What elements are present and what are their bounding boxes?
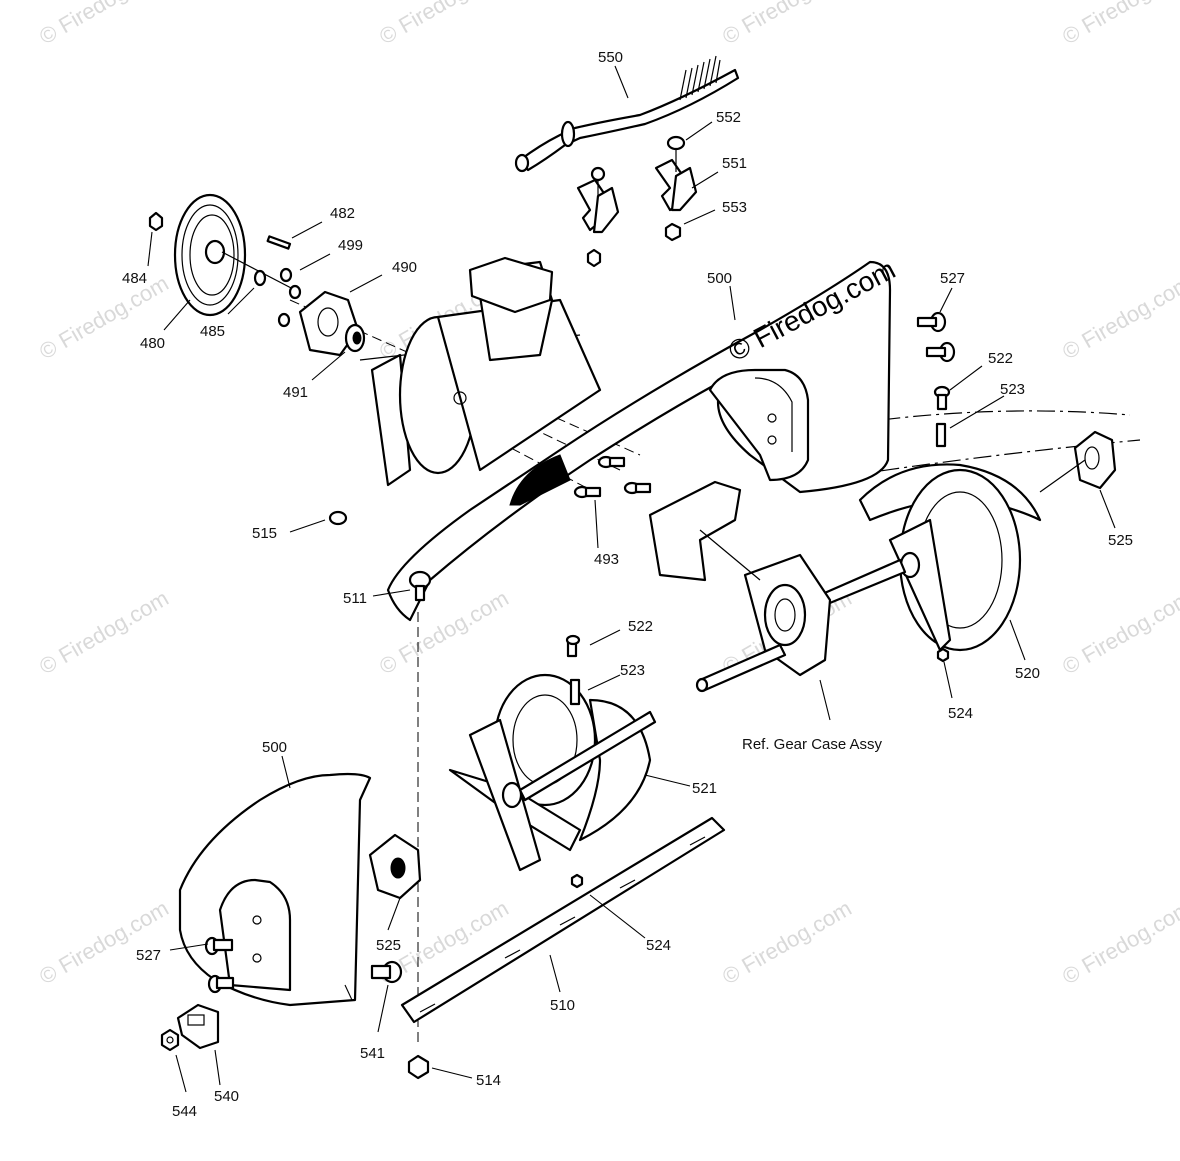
label-511: 511	[343, 590, 367, 607]
label-525-right: 525	[1108, 532, 1133, 549]
label-480: 480	[140, 335, 165, 352]
label-491: 491	[283, 384, 308, 401]
leader-lines	[147, 65, 1116, 1093]
watermark-7: © Firedog.com	[1058, 270, 1180, 364]
part-527-540-544-541-hardware	[160, 936, 403, 1052]
label-550: 550	[598, 49, 623, 66]
part-484-485-482-fasteners	[148, 211, 292, 287]
part-510-scraper-bar	[400, 816, 726, 1024]
watermark-14: © Firedog.com	[718, 895, 856, 989]
label-524-right: 524	[948, 705, 973, 722]
label-544: 544	[172, 1103, 197, 1120]
watermark-2: © Firedog.com	[375, 0, 513, 49]
watermark-1: © Firedog.com	[35, 0, 173, 49]
gear-case-assembly	[648, 480, 832, 693]
label-500-side: 500	[262, 739, 287, 756]
label-521: 521	[692, 780, 717, 797]
rod-knurl	[679, 55, 721, 101]
label-552: 552	[716, 109, 741, 126]
watermark-15: © Firedog.com	[1058, 895, 1180, 989]
watermark-3: © Firedog.com	[718, 0, 856, 49]
watermark-11: © Firedog.com	[1058, 585, 1180, 679]
label-527-right: 527	[940, 270, 965, 287]
watermark-4: © Firedog.com	[1058, 0, 1180, 49]
label-523-right: 523	[1000, 381, 1025, 398]
label-522-left: 522	[628, 618, 653, 635]
label-reference-gear-case: Ref. Gear Case Assy	[742, 736, 883, 753]
part-515-511-fasteners	[328, 510, 432, 602]
label-485: 485	[200, 323, 225, 340]
part-520-right-auger	[818, 463, 1042, 652]
label-524-left: 524	[646, 937, 671, 954]
label-551: 551	[722, 155, 747, 172]
label-514: 514	[476, 1072, 501, 1089]
watermark-12: © Firedog.com	[35, 895, 173, 989]
label-540: 540	[214, 1088, 239, 1105]
part-521-left-auger	[448, 634, 657, 889]
label-515: 515	[252, 525, 277, 542]
label-520: 520	[1015, 665, 1040, 682]
part-525-bearing-right	[1039, 430, 1117, 493]
watermark-8: © Firedog.com	[35, 585, 173, 679]
label-522-right: 522	[988, 350, 1013, 367]
part-493-bolts	[573, 455, 652, 499]
label-523-left: 523	[620, 662, 645, 679]
part-490-491-bearing-flange	[277, 267, 366, 357]
label-482: 482	[330, 205, 355, 222]
label-499: 499	[338, 237, 363, 254]
label-541: 541	[360, 1045, 385, 1062]
part-525-bearing-left	[368, 833, 422, 900]
label-500-main: 500	[707, 270, 732, 287]
label-525-left: 525	[376, 937, 401, 954]
label-553: 553	[722, 199, 747, 216]
part-527-522-bolts-right	[916, 311, 956, 663]
label-490: 490	[392, 259, 417, 276]
label-484: 484	[122, 270, 147, 287]
label-527-left: 527	[136, 947, 161, 964]
part-480-pulley	[173, 193, 296, 317]
part-labels: 550 552 551 553 482 499 490 484 485 480 …	[122, 49, 1133, 1120]
part-550-rod	[514, 55, 740, 173]
part-514-nut	[407, 1054, 430, 1080]
part-551-552-553-clips	[576, 135, 698, 268]
label-510: 510	[550, 997, 575, 1014]
label-493: 493	[594, 551, 619, 568]
part-500-side-plate	[178, 772, 372, 1007]
